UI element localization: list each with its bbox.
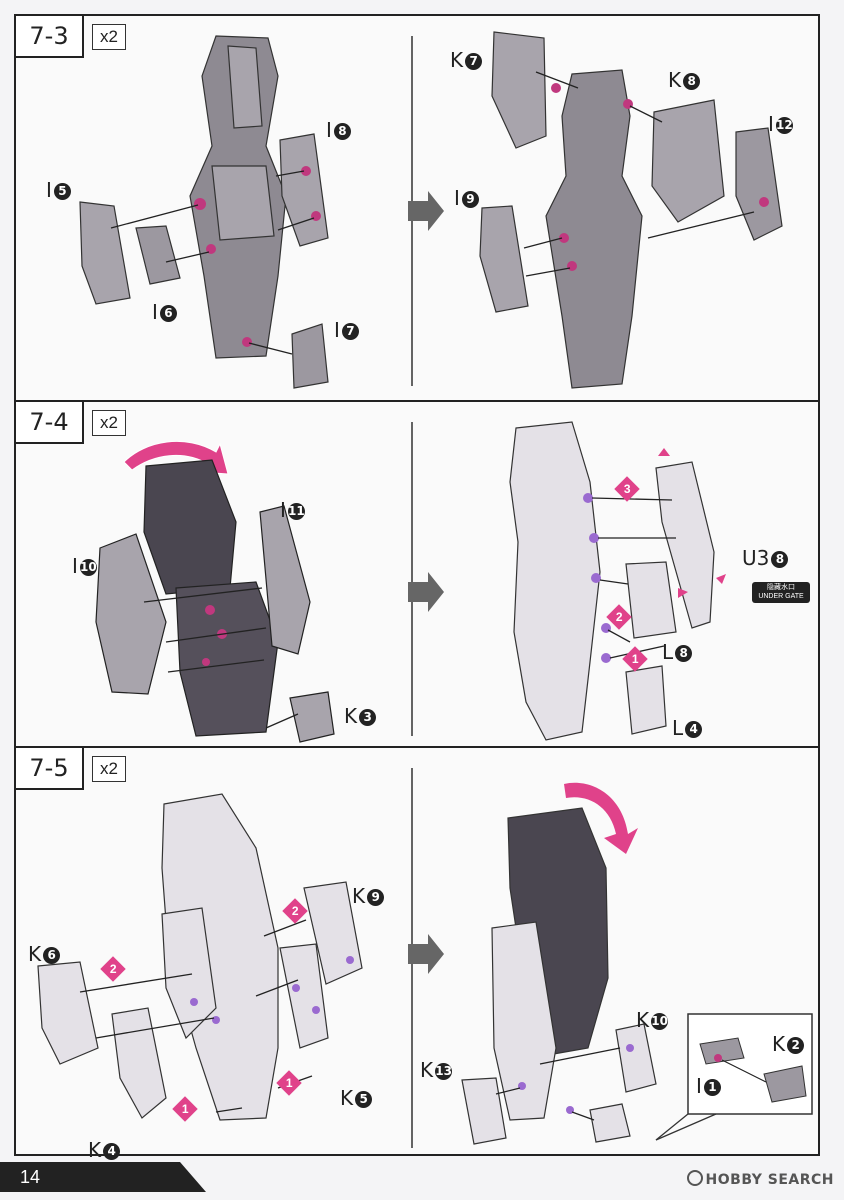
multiplier-badge: x2 <box>92 756 126 782</box>
rotate-arrow-icon <box>123 440 229 475</box>
hobby-search-logo-icon <box>686 1170 703 1186</box>
step-number: 7-5 <box>16 748 84 790</box>
next-arrow-icon <box>408 934 444 974</box>
watermark: HOBBY SEARCH <box>686 1170 834 1188</box>
rotate-arrow-icon <box>564 782 638 854</box>
step-7-3-illustration <box>79 31 783 389</box>
step-7-5-illustration <box>37 768 813 1148</box>
next-arrow-icon <box>408 572 444 612</box>
multiplier-badge: x2 <box>92 410 126 436</box>
page-number: 14 <box>0 1162 206 1192</box>
step-number: 7-3 <box>16 16 84 58</box>
next-arrow-icon <box>408 191 444 231</box>
multiplier-badge: x2 <box>92 24 126 50</box>
step-7-4-illustration <box>95 421 726 743</box>
step-number: 7-4 <box>16 402 84 444</box>
